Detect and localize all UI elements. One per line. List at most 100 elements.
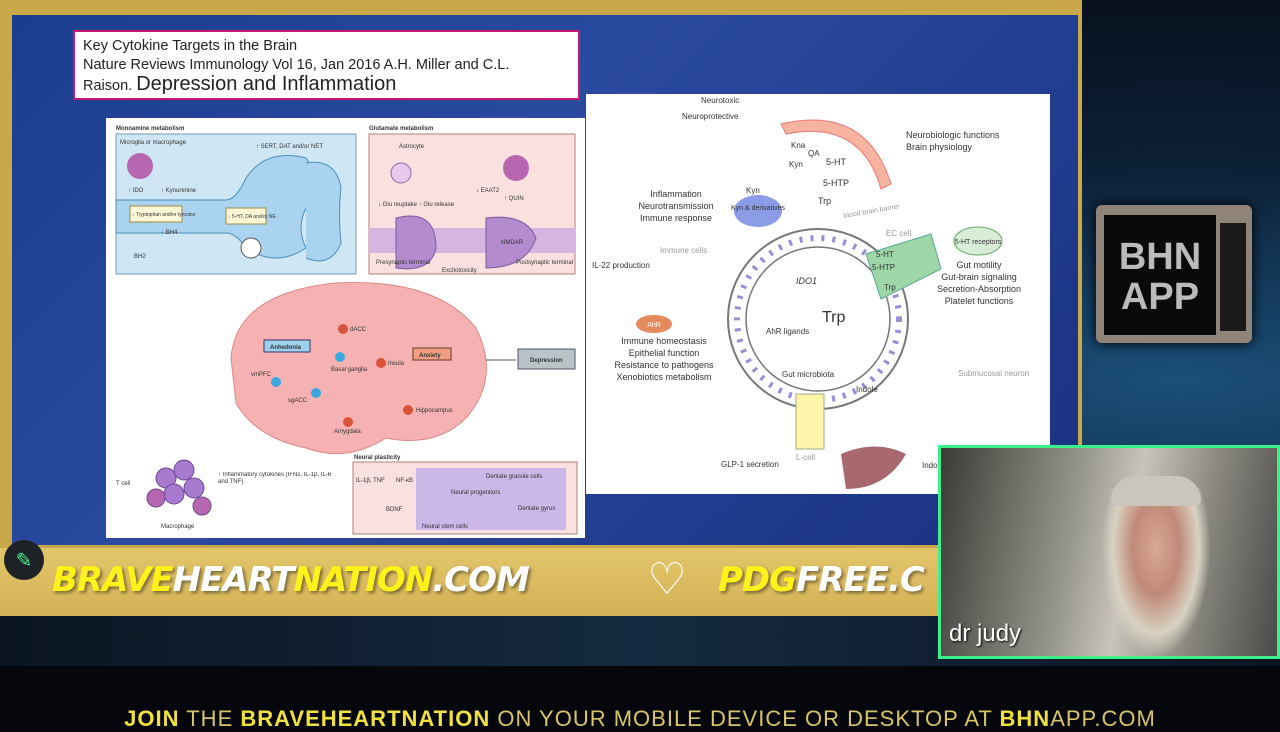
anxiety-label: Anxiety bbox=[419, 353, 441, 359]
dacc-label: dACC bbox=[350, 327, 367, 333]
submucosal-label: Submucosal neuron bbox=[958, 369, 1029, 378]
nfkb-label: NF-κB bbox=[396, 478, 413, 484]
neurotoxic-label: Neurotoxic bbox=[701, 96, 739, 105]
speaker-video bbox=[1101, 488, 1211, 656]
insula-label: Insula bbox=[388, 361, 405, 367]
title-line-2: Nature Reviews Immunology Vol 16, Jan 20… bbox=[83, 57, 510, 73]
brain-inflammation-figure: Monoamine metabolism Microglia or macrop… bbox=[106, 118, 585, 538]
depression-label: Depression bbox=[530, 358, 563, 364]
cube-line-2: APP bbox=[1120, 276, 1200, 318]
ticker-text: JOIN THE BRAVEHEARTNATION ON YOUR MOBILE… bbox=[124, 706, 1156, 731]
basal-ganglia-label: Basal ganglia bbox=[331, 367, 368, 373]
gut-motility-label: Gut motility bbox=[956, 260, 1002, 270]
microglia-label: Microglia or macrophage bbox=[120, 140, 187, 146]
il1b-label: IL-1β, TNF bbox=[356, 478, 385, 484]
kna-label: Kna bbox=[791, 141, 806, 150]
tcell-label: T cell bbox=[116, 481, 130, 487]
amygdala-label: Amygdala bbox=[334, 429, 361, 435]
ahr-ligands-label: AhR ligands bbox=[766, 327, 809, 336]
bh4-label: ↓ BH4 bbox=[161, 230, 178, 236]
resistance-label: Resistance to pathogens bbox=[614, 360, 714, 370]
postsynaptic-label: Postsynaptic terminal bbox=[516, 260, 573, 266]
tryptophan-gut-brain-figure: Neurotoxic Neuroprotective Kna QA Kyn Ky… bbox=[586, 94, 1050, 494]
ido-label: ↑ IDO bbox=[128, 188, 144, 194]
panel-plasticity-label: Neural plasticity bbox=[354, 455, 401, 461]
promo-banner: BRAVEHEARTNATION.COM ♡ PDGFREE.C bbox=[0, 548, 940, 616]
cytokines-label: ↑ Inflammatory cytokines (IFNs, IL-1β, I… bbox=[218, 472, 332, 485]
bh2-label: BH2 bbox=[134, 254, 146, 260]
progenitors-label: Neural progenitors bbox=[451, 490, 500, 496]
neuroprotective-label: Neuroprotective bbox=[682, 112, 739, 121]
ahr-label: AhR bbox=[647, 322, 661, 329]
xeno-label: Xenobiotics metabolism bbox=[616, 372, 711, 382]
immune-homeostasis-label: Immune homeostasis bbox=[621, 336, 707, 346]
brain-physiology-label: Brain physiology bbox=[906, 142, 973, 152]
astrocyte-label: Astrocyte bbox=[399, 144, 425, 150]
webcam-feed: dr judy bbox=[938, 445, 1280, 659]
granule-label: Dentate granule cells bbox=[486, 474, 542, 480]
panel-monoamine-label: Monoamine metabolism bbox=[116, 126, 184, 132]
secretion-label: Secretion-Absorption bbox=[937, 284, 1021, 294]
panel-glutamate-label: Glutamate metabolism bbox=[369, 126, 433, 132]
quin-label: ↑ QUIN bbox=[504, 196, 524, 202]
kyn-derivatives-label: Kyn & derivatives bbox=[731, 205, 786, 212]
gut-brain-label: Gut-brain signaling bbox=[941, 272, 1017, 282]
kyn-label: Kyn bbox=[789, 160, 803, 169]
slide-title-box: Key Cytokine Targets in the Brain Nature… bbox=[73, 30, 580, 100]
stem-cells-label: Neural stem cells bbox=[422, 524, 468, 530]
5htp-gut-label: 5-HTP bbox=[872, 263, 895, 272]
vmpfc-label: vmPFC bbox=[251, 372, 272, 378]
edit-pencil-button[interactable]: ✎ bbox=[4, 540, 44, 580]
lion-logo-icon: ♡ bbox=[647, 555, 687, 604]
trp-gut-label: Trp bbox=[884, 283, 896, 292]
lcell-label: L-cell bbox=[796, 453, 815, 462]
eaat2-label: ↓ EAAT2 bbox=[476, 188, 500, 194]
ec-cell-label: EC cell bbox=[886, 229, 912, 238]
hippocampus-label: Hippocampus bbox=[416, 408, 453, 414]
il22-label: IL-22 production bbox=[592, 261, 650, 270]
sgacc-label: sgACC bbox=[288, 398, 308, 404]
trp-center-label: Trp bbox=[822, 309, 846, 326]
gyrus-label: Dentate gyrus bbox=[518, 506, 555, 512]
cap bbox=[1111, 476, 1201, 506]
anhedonia-label: Anhedonia bbox=[270, 345, 302, 351]
indo-label: Indo bbox=[922, 461, 938, 470]
5ht-receptors-label: 5-HT receptors bbox=[955, 239, 1002, 246]
participant-name: dr judy bbox=[949, 620, 1022, 647]
glp1-label: GLP-1 secretion bbox=[721, 460, 779, 469]
platelet-label: Platelet functions bbox=[945, 296, 1014, 306]
neurobiologic-label: Neurobiologic functions bbox=[906, 130, 1000, 140]
pdgfree-url: PDGFREE.C bbox=[718, 560, 925, 600]
title-line-1: Key Cytokine Targets in the Brain bbox=[83, 38, 298, 54]
kynurenine-label: ↑ Kynurenine bbox=[161, 188, 197, 194]
gut-microbiota-label: Gut microbiota bbox=[782, 370, 835, 379]
5ht-brain-label: 5-HT bbox=[826, 157, 847, 167]
indole-label: Indole bbox=[856, 385, 878, 394]
pencil-icon: ✎ bbox=[15, 549, 33, 572]
kyn-label-2: Kyn bbox=[746, 186, 760, 195]
5ht-label: ↓ 5-HT, DA and/or NE bbox=[228, 214, 276, 220]
cube-line-1: BHN bbox=[1118, 236, 1202, 278]
immune-cells-label: Immune cells bbox=[660, 246, 707, 255]
blood-brain-barrier-label: blood brain barrier bbox=[843, 203, 901, 220]
macrophage-label: Macrophage bbox=[161, 524, 195, 530]
ido1-label: IDO1 bbox=[796, 276, 817, 286]
presynaptic-label: Presynaptic terminal bbox=[376, 260, 430, 266]
title-line-3: Raison. bbox=[83, 78, 133, 94]
glu-label: ↓ Glu reuptake ↑ Glu release bbox=[378, 202, 455, 208]
trp-brain-label: Trp bbox=[818, 196, 831, 206]
5htp-brain-label: 5-HTP bbox=[823, 178, 849, 188]
immune-response-label: Immune response bbox=[640, 213, 712, 223]
5ht-gut-label: 5-HT bbox=[876, 250, 894, 259]
excitotoxicity-label: Excitotoxicity bbox=[442, 268, 477, 274]
neurotransmission-label: Neurotransmission bbox=[638, 201, 713, 211]
braveheartnation-url: BRAVEHEARTNATION.COM bbox=[52, 560, 530, 600]
bdnf-label: BDNF bbox=[386, 507, 403, 513]
title-main: Depression and Inflammation bbox=[136, 73, 397, 95]
sert-label: ↑ SERT, DAT and/or NET bbox=[256, 144, 323, 150]
inflammation-label: Inflammation bbox=[650, 189, 702, 199]
qa-label: QA bbox=[808, 149, 820, 158]
epithelial-label: Epithelial function bbox=[629, 348, 700, 358]
tryptophan-label: ↓ Tryptophan and/or tyrosine bbox=[132, 212, 196, 218]
